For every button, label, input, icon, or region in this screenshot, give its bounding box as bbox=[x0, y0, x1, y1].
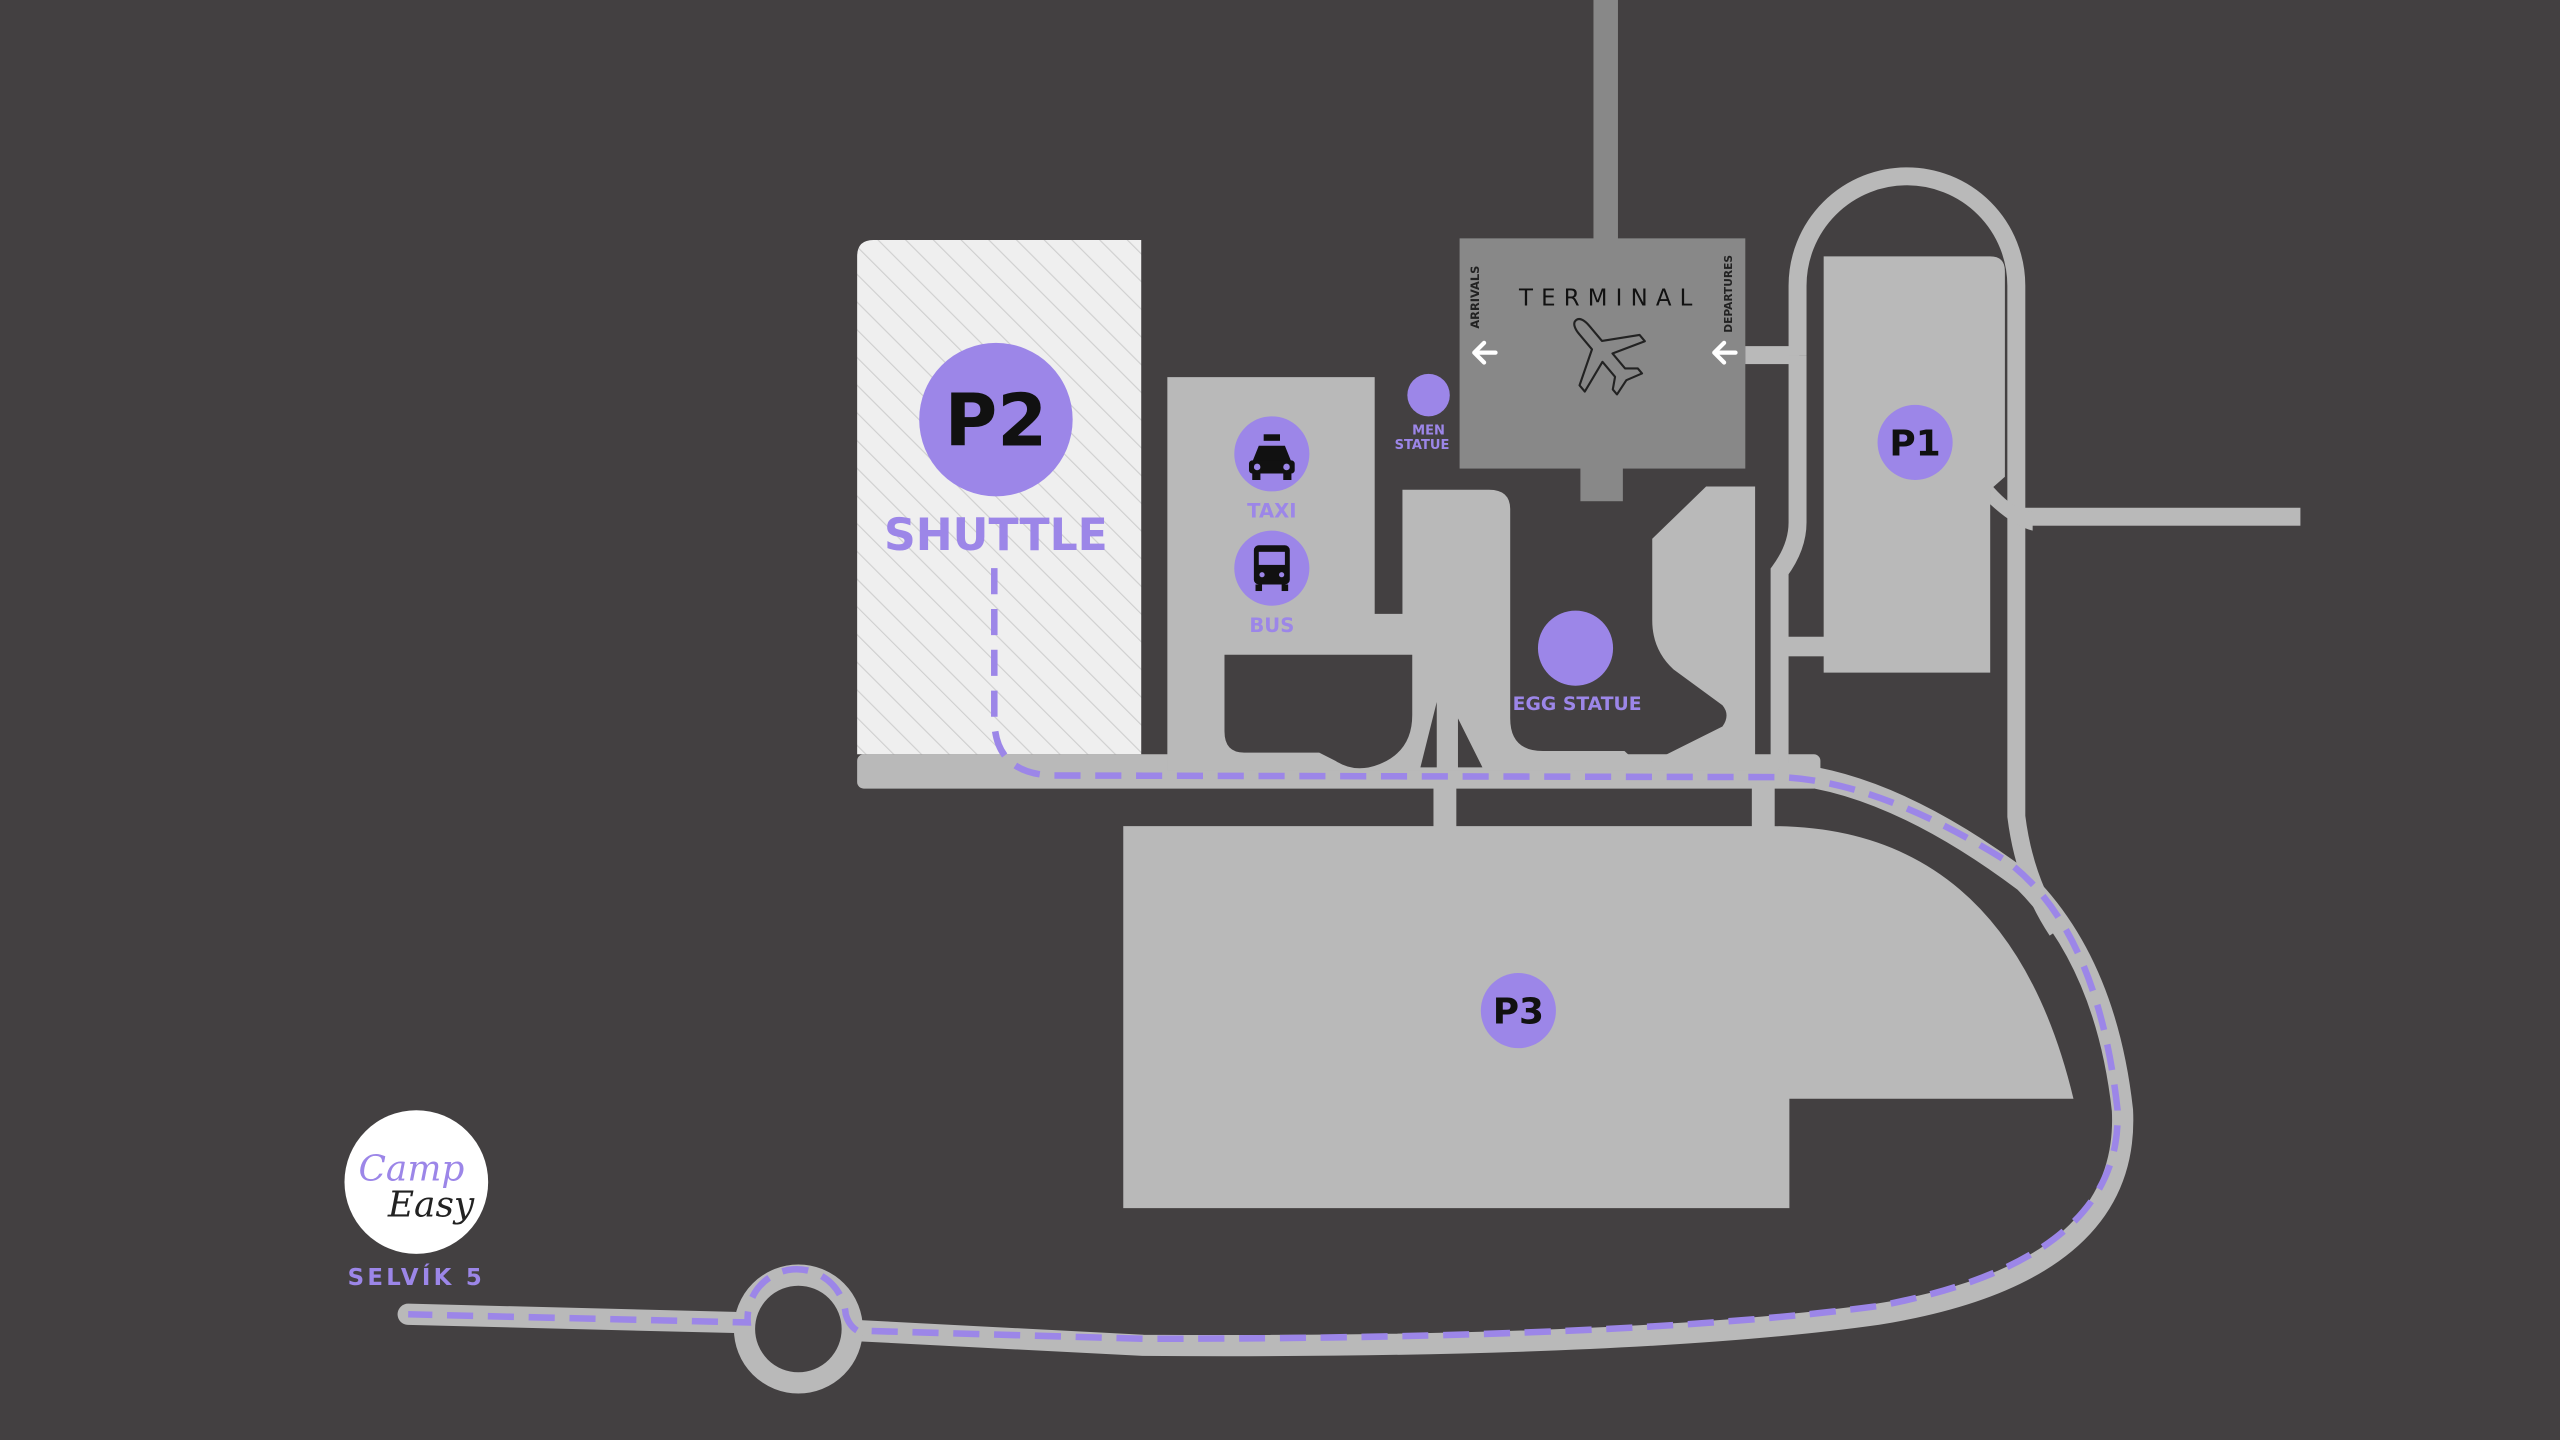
east-road bbox=[2016, 507, 2301, 526]
shuttle-route bbox=[408, 568, 2121, 1343]
airplane-icon bbox=[1573, 317, 1646, 396]
p1-south-road bbox=[1770, 355, 1807, 768]
p1-label: P1 bbox=[1889, 424, 1940, 465]
taxi-label: TAXI bbox=[1247, 500, 1296, 523]
taxi-bus-area bbox=[1167, 377, 1756, 771]
p2-label: P2 bbox=[945, 379, 1048, 463]
terminal-building[interactable] bbox=[1459, 238, 1746, 502]
men-statue-marker[interactable] bbox=[1407, 373, 1450, 417]
north-road bbox=[1593, 0, 1618, 245]
p1-badge[interactable]: P1 bbox=[1877, 404, 1953, 480]
terminal-connector bbox=[1745, 346, 1800, 365]
p3-connector-left bbox=[1433, 767, 1457, 833]
p2-parking-area[interactable] bbox=[857, 240, 1142, 755]
p3-connector-right bbox=[1751, 767, 1775, 833]
egg-statue-label: EGG STATUE bbox=[1513, 694, 1642, 715]
taxi-badge[interactable] bbox=[1234, 416, 1310, 492]
departures-label: DEPARTURES bbox=[1722, 255, 1735, 333]
bus-label: BUS bbox=[1249, 614, 1294, 637]
camp-easy-logo[interactable]: Camp Easy bbox=[344, 1110, 489, 1254]
p3-label: P3 bbox=[1493, 992, 1544, 1033]
shuttle-label: SHUTTLE bbox=[884, 510, 1108, 561]
logo-location: SELVÍK 5 bbox=[348, 1263, 485, 1291]
bus-icon bbox=[1253, 545, 1290, 592]
p1-lot-connector bbox=[1776, 636, 1829, 657]
p3-badge[interactable]: P3 bbox=[1480, 973, 1556, 1049]
p2-badge[interactable]: P2 bbox=[919, 342, 1073, 497]
bus-badge[interactable] bbox=[1234, 530, 1310, 606]
p1-loop-road bbox=[1788, 167, 2065, 936]
men-statue-label-line2: STATUE bbox=[1395, 438, 1450, 453]
terminal-title: TERMINAL bbox=[1518, 285, 1700, 311]
p3-parking-area[interactable] bbox=[1123, 826, 2074, 1209]
arrivals-arrow-icon bbox=[1472, 340, 1498, 365]
departures-arrow-icon bbox=[1712, 340, 1738, 365]
east-road-junction bbox=[1983, 481, 2033, 531]
men-statue-label-line1: MEN bbox=[1412, 423, 1445, 438]
arrivals-label: ARRIVALS bbox=[1468, 266, 1482, 329]
taxi-icon bbox=[1248, 434, 1295, 480]
egg-statue-marker[interactable] bbox=[1537, 610, 1614, 686]
logo-line1: Camp bbox=[358, 1148, 464, 1189]
logo-line2: Easy bbox=[387, 1184, 475, 1225]
